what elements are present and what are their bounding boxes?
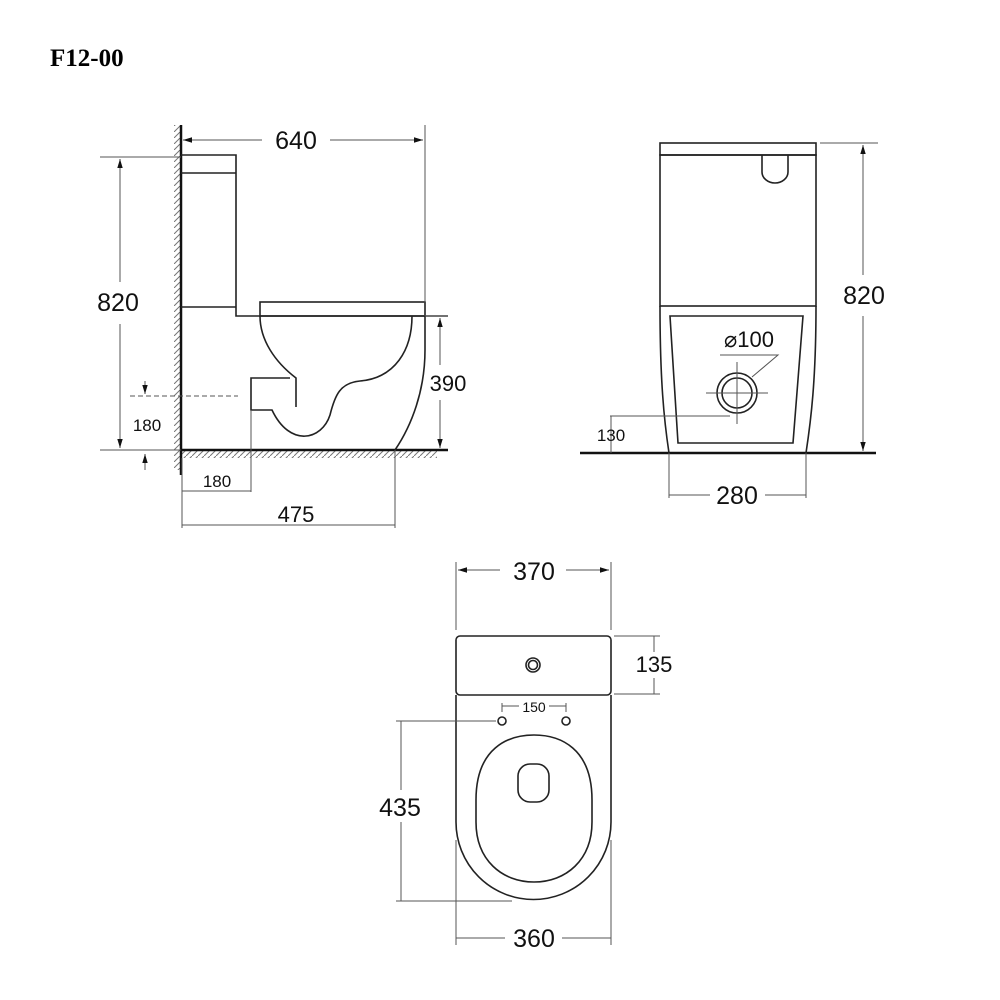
dimension-640: 640 bbox=[183, 125, 426, 316]
dim-label-130: 130 bbox=[597, 426, 625, 445]
flush-button-top bbox=[525, 657, 541, 673]
dim-label-135: 135 bbox=[636, 652, 673, 677]
dimension-370: 370 bbox=[455, 558, 612, 630]
dimension-180-height: 180 bbox=[133, 381, 161, 470]
model-title: F12-00 bbox=[50, 45, 124, 72]
hinge-hole-right bbox=[561, 716, 571, 726]
toilet-top-outline bbox=[455, 635, 612, 901]
dimension-360: 360 bbox=[455, 840, 612, 953]
dim-label-820: 820 bbox=[97, 289, 139, 317]
dim-label-180-height: 180 bbox=[133, 416, 161, 435]
dim-label-820-front: 820 bbox=[843, 282, 885, 310]
dim-label-435: 435 bbox=[379, 794, 421, 822]
dim-label-150: 150 bbox=[522, 699, 546, 715]
outlet-pipe: ⌀100 bbox=[706, 327, 780, 424]
front-view: ⌀100 130 820 280 bbox=[580, 142, 885, 510]
dimension-130: 130 bbox=[597, 415, 730, 453]
seat-outline bbox=[475, 734, 593, 883]
dim-label-180-distance: 180 bbox=[203, 472, 231, 491]
dim-label-280: 280 bbox=[716, 482, 758, 510]
dim-label-475: 475 bbox=[278, 502, 315, 527]
dimension-390: 390 bbox=[425, 315, 467, 448]
dimension-435: 435 bbox=[379, 720, 512, 902]
dimension-180-distance: 180 bbox=[181, 410, 252, 528]
wall-hatching bbox=[174, 125, 181, 470]
dim-label-640: 640 bbox=[275, 127, 317, 155]
dimension-280: 280 bbox=[668, 453, 807, 510]
dimension-820-front: 820 bbox=[820, 142, 885, 451]
top-view: 370 135 150 435 360 bbox=[379, 558, 672, 953]
toilet-front-outline bbox=[659, 142, 817, 454]
dim-label-360: 360 bbox=[513, 925, 555, 953]
dimension-150: 150 bbox=[501, 699, 567, 715]
dim-label-370: 370 bbox=[513, 558, 555, 586]
hinge-hole-left bbox=[497, 716, 507, 726]
dim-label-diameter: ⌀100 bbox=[724, 327, 774, 352]
dimension-135: 135 bbox=[614, 635, 673, 695]
dimension-820-side: 820 bbox=[97, 156, 181, 451]
side-view: 640 820 180 390 180 47 bbox=[97, 125, 466, 528]
bowl-opening bbox=[517, 763, 550, 803]
dimension-475: 475 bbox=[182, 450, 396, 528]
dim-label-390: 390 bbox=[430, 371, 467, 396]
floor-hatching bbox=[181, 451, 437, 458]
toilet-side-outline bbox=[181, 154, 448, 451]
flush-button bbox=[761, 155, 789, 184]
